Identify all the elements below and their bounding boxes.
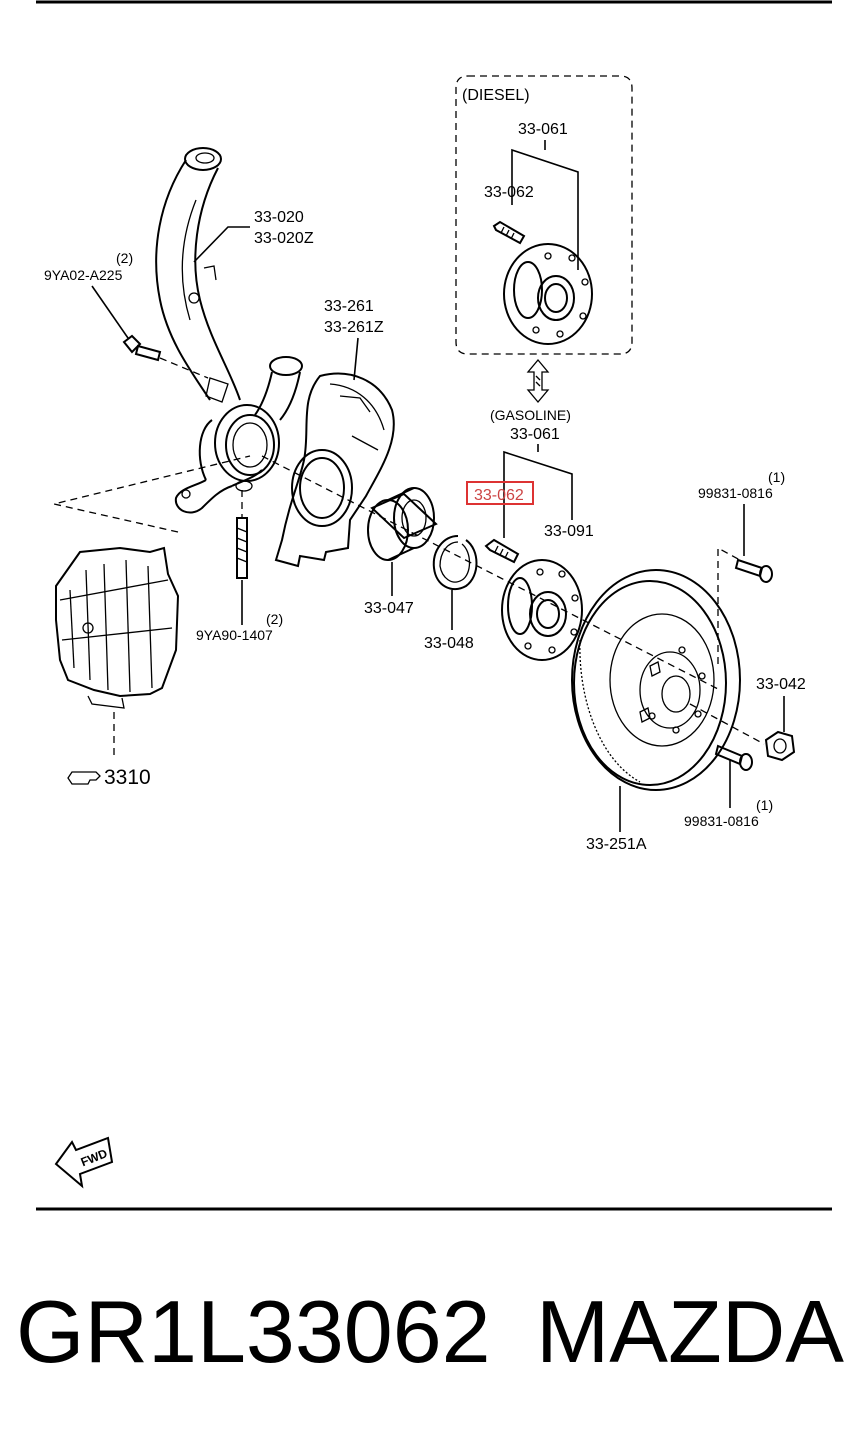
bolt-code-label: 9YA02-A225 <box>44 267 123 283</box>
disc-label: 33-251A <box>586 836 647 853</box>
dust-shield-label-a: 33-261 <box>324 298 374 315</box>
highlight-box <box>466 481 534 505</box>
rotor-screw-qty-bottom: (1) <box>756 797 773 813</box>
stud-code-label: 9YA90-1407 <box>196 627 273 643</box>
brand-name: MAZDA <box>536 1282 844 1381</box>
hub-assy-label: 33-091 <box>544 523 594 540</box>
bearing-label: 33-047 <box>364 600 414 617</box>
brake-disc-icon <box>571 569 741 791</box>
gasoline-hub-label: 33-061 <box>510 426 560 443</box>
diesel-group: (DIESEL) 33-061 33-062 <box>455 75 633 355</box>
diesel-bolt-label: 33-062 <box>484 184 534 201</box>
knuckle-label-a: 33-020 <box>254 209 304 226</box>
diesel-label: (DIESEL) <box>462 87 530 104</box>
hub-bolt-icon <box>484 538 520 564</box>
fwd-arrow-icon: FWD <box>54 1136 114 1189</box>
part-number: GR1L33062 <box>16 1282 491 1381</box>
dust-shield-icon <box>274 372 395 568</box>
knuckle-bolt-icon <box>122 334 162 362</box>
stud-qty-label: (2) <box>266 611 283 627</box>
parts-diagram: (DIESEL) 33-061 33-062 <box>36 0 832 1211</box>
rotor-screw-qty-top: (1) <box>768 469 785 485</box>
wheel-bearing-icon <box>367 487 438 561</box>
rotor-screw-label-bottom: 99831-0816 <box>684 813 759 829</box>
bolt-qty-label: (2) <box>116 250 133 266</box>
gasoline-label: (GASOLINE) <box>490 407 571 423</box>
diesel-hub-label: 33-061 <box>518 121 568 138</box>
dust-shield-label-b: 33-261Z <box>324 319 384 336</box>
gasoline-bolt-label: 33-062 <box>474 487 524 504</box>
rotor-screw-top-icon <box>734 558 773 583</box>
rotor-screw-bottom-icon <box>714 744 753 771</box>
knuckle-label-b: 33-020Z <box>254 230 314 247</box>
diesel-hub-icon <box>503 243 593 345</box>
caliper-ref-label: 3310 <box>104 766 151 789</box>
diesel-hub-bolt-icon <box>492 220 526 245</box>
nut-label: 33-042 <box>756 676 806 693</box>
rotor-screw-label-top: 99831-0816 <box>698 485 773 501</box>
footer: GR1L33062 MAZDA <box>0 1282 864 1402</box>
fwd-label: FWD <box>79 1146 110 1169</box>
alternative-arrow-icon <box>526 358 550 404</box>
snap-ring-icon <box>432 535 478 591</box>
steering-knuckle-icon <box>155 147 303 514</box>
snap-ring-label: 33-048 <box>424 635 474 652</box>
brake-caliper-icon <box>55 546 180 709</box>
lock-nut-icon <box>764 730 796 762</box>
pointing-hand-icon <box>67 771 101 785</box>
wheel-hub-icon <box>501 559 583 661</box>
wheel-stud-icon <box>236 517 248 579</box>
